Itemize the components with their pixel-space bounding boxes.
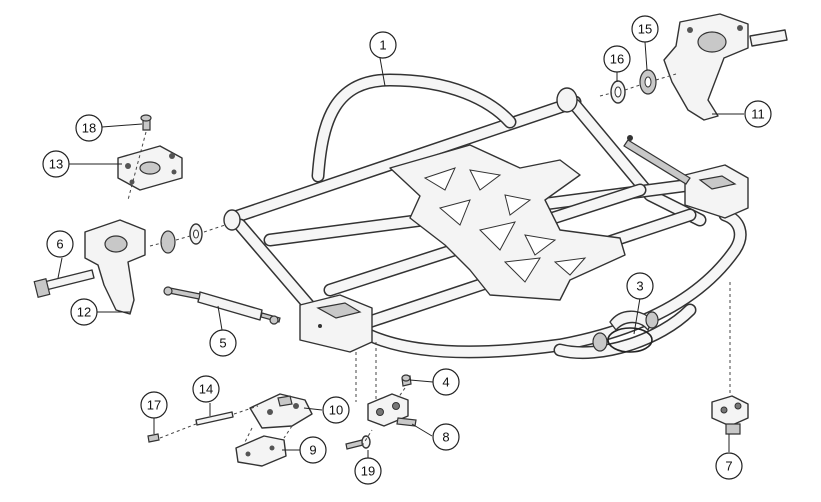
right-shaft xyxy=(623,135,691,185)
screw-18 xyxy=(140,114,152,131)
callout-1-label: 1 xyxy=(379,38,386,53)
callout-8: 8 xyxy=(432,423,460,451)
callout-17-label: 17 xyxy=(147,398,161,413)
callout-11: 11 xyxy=(744,100,772,128)
callout-9-label: 9 xyxy=(309,443,316,458)
callout-7-label: 7 xyxy=(725,459,732,474)
callout-12: 12 xyxy=(70,298,98,326)
bracket-12 xyxy=(84,219,146,315)
callout-4-label: 4 xyxy=(442,375,449,390)
callout-7: 7 xyxy=(715,452,743,480)
leader-lines xyxy=(57,41,744,458)
callout-10-label: 10 xyxy=(329,403,343,418)
callout-16-label: 16 xyxy=(610,52,624,67)
callout-6-label: 6 xyxy=(56,237,63,252)
callout-10: 10 xyxy=(322,396,350,424)
latch-bracket-10 xyxy=(249,393,313,429)
callout-3: 3 xyxy=(626,272,654,300)
callout-19-label: 19 xyxy=(361,464,375,479)
callout-13-label: 13 xyxy=(49,157,63,172)
callout-5-label: 5 xyxy=(219,336,226,351)
ring-clip xyxy=(592,310,659,353)
callout-11-label: 11 xyxy=(751,107,765,122)
callout-18-label: 18 xyxy=(82,121,96,136)
callout-3-label: 3 xyxy=(636,279,643,294)
callout-13: 13 xyxy=(42,150,70,178)
callout-4: 4 xyxy=(432,368,460,396)
latch-7 xyxy=(711,395,749,435)
screw-17 xyxy=(147,433,160,443)
washer-16 xyxy=(610,80,626,104)
plate-9 xyxy=(235,435,287,467)
callout-14-label: 14 xyxy=(199,382,213,397)
callout-16: 16 xyxy=(603,45,631,73)
callout-18: 18 xyxy=(75,114,103,142)
callout-6: 6 xyxy=(46,230,74,258)
left-bracket-block xyxy=(299,294,373,353)
gas-spring-5 xyxy=(163,286,281,325)
washer-left xyxy=(189,223,203,245)
bolt-19 xyxy=(345,435,371,450)
spacer-left-dark xyxy=(160,230,176,254)
pin-14 xyxy=(195,411,234,426)
center-plate xyxy=(389,144,626,301)
callout-14: 14 xyxy=(192,375,220,403)
callout-9: 9 xyxy=(299,436,327,464)
callout-17: 17 xyxy=(140,391,168,419)
screw-4 xyxy=(401,374,412,387)
callout-15: 15 xyxy=(631,15,659,43)
callout-8-label: 8 xyxy=(442,430,449,445)
callout-19: 19 xyxy=(354,457,382,485)
callout-1: 1 xyxy=(369,31,397,59)
callout-15-label: 15 xyxy=(638,22,652,37)
bracket-right-upper xyxy=(663,13,788,121)
callout-12-label: 12 xyxy=(77,305,91,320)
bolt-6 xyxy=(33,269,95,298)
latch-8 xyxy=(367,393,417,427)
callout-5: 5 xyxy=(209,329,237,357)
cap-plate-13 xyxy=(117,145,183,191)
nut-15 xyxy=(639,69,657,95)
right-bracket-block xyxy=(684,164,749,219)
